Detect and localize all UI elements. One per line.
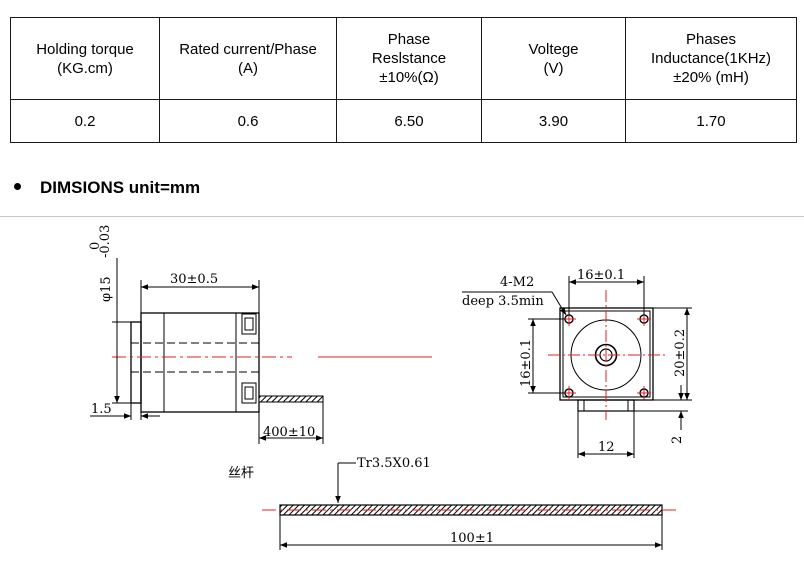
spec-value-row: 0.2 0.6 6.50 3.90 1.70 — [10, 99, 797, 143]
dia-tol-upper: 0 — [88, 242, 103, 250]
hole-spacing-h-label: 16±0.1 — [577, 268, 625, 283]
screw-labels: 丝杆 Tr3.5X0.61 100±1 — [228, 456, 494, 546]
rear-cap-bottom-inner — [244, 386, 254, 400]
dimensions-heading: DIMSIONS unit=mm — [14, 178, 200, 198]
body-length-label: 30±0.5 — [170, 272, 218, 287]
flange-boss — [130, 321, 142, 404]
value-rated-current: 0.6 — [159, 99, 337, 143]
screw-name-label: 丝杆 — [228, 466, 254, 481]
body-size-label: 20±0.2 — [673, 329, 688, 377]
lead-length-label: 400±10 — [263, 425, 315, 440]
holes-label: 4-M2 — [500, 275, 534, 290]
section-divider — [0, 216, 804, 217]
header-voltage: Voltege (V) — [481, 17, 626, 100]
rear-cap-top — [241, 313, 257, 335]
dimensions-title: DIMSIONS unit=mm — [40, 178, 201, 197]
rear-cap-bottom — [241, 382, 257, 404]
holes-leader-arrow — [551, 291, 567, 316]
holes-depth-label: deep 3.5min — [462, 294, 544, 309]
value-phase-resistance: 6.50 — [336, 99, 482, 143]
thread-spec-label: Tr3.5X0.61 — [357, 456, 431, 471]
header-phase-resistance: Phase Reslstance ±10%(Ω) — [336, 17, 482, 100]
front-view-labels: 4-M2 deep 3.5min 16±0.1 16±0.1 20±0.2 12… — [462, 268, 688, 455]
header-holding-torque: Holding torque (KG.cm) — [10, 17, 160, 100]
dia-tol-lower: -0.03 — [98, 225, 113, 258]
screw-length-label: 100±1 — [450, 531, 494, 546]
spec-table: Holding torque (KG.cm) Rated current/Pha… — [10, 17, 797, 143]
spec-header-row: Holding torque (KG.cm) Rated current/Pha… — [10, 17, 797, 100]
screw-view — [262, 462, 676, 550]
value-inductance: 1.70 — [625, 99, 797, 143]
dia-label: φ15 — [99, 276, 114, 302]
lead-wire — [258, 395, 324, 403]
bullet-icon — [14, 183, 21, 191]
hole-spacing-v-label: 16±0.1 — [519, 339, 534, 387]
connector-width-label: 12 — [598, 440, 615, 455]
header-rated-current: Rated current/Phase (A) — [159, 17, 337, 100]
connector-height-label: 2 — [670, 436, 685, 444]
side-view-labels: φ15 0 -0.03 30±0.5 1.5 400±10 — [88, 225, 315, 440]
side-view — [90, 258, 432, 444]
flange-label: 1.5 — [91, 402, 112, 417]
rear-cap-top-inner — [244, 317, 254, 331]
front-view — [462, 276, 692, 458]
header-inductance: Phases Inductance(1KHz) ±20% (mH) — [625, 17, 797, 100]
motor-body — [140, 312, 260, 413]
value-holding-torque: 0.2 — [10, 99, 160, 143]
